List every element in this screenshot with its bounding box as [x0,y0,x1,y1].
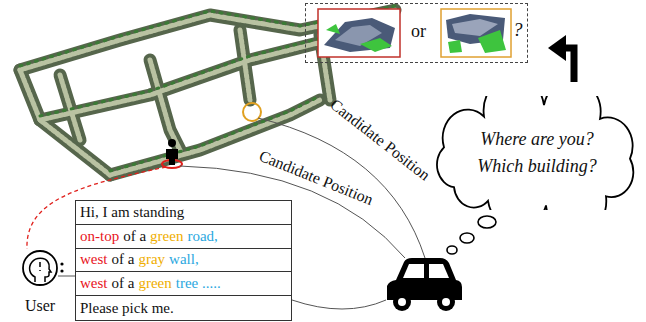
message-text: Hi, I am standing [80,204,184,221]
point-cloud-map [20,70,110,175]
message-text: green [138,275,171,292]
message-text: on-top [80,228,119,245]
line-label: Candidate Position [327,96,434,185]
message-text: wall, [169,251,199,268]
message-text: west [80,275,108,292]
car-icon [437,293,455,311]
point-cloud-map [20,6,395,171]
message-text: tree ..... [176,275,221,292]
scan-thumbnail [326,24,340,34]
scan-thumbnail [324,18,395,52]
point-cloud-map [40,36,330,116]
message-row: Please pick me. [76,296,291,320]
person-marker [166,149,178,165]
car-icon [393,293,411,311]
car-icon [403,264,424,278]
message-box: Hi, I am standingon-topof agreenroad,wes… [75,200,292,321]
message-text: green [150,228,183,245]
thought-bubble [478,216,496,228]
point-cloud-map [60,75,80,140]
message-row: Hi, I am standing [76,201,291,225]
message-text: of a [112,275,135,292]
scan-thumbnail [441,9,511,57]
message-row: on-topof agreenroad, [76,225,291,249]
point-cloud-map [150,60,180,150]
leader-line [58,276,75,277]
thought-bubble [447,246,457,254]
option-text: ? [513,19,523,41]
thought-bubble [447,216,496,254]
message-row: westof agraywall, [76,249,291,273]
scan-thumbnail [318,9,400,57]
person-marker [168,139,176,147]
user-icon [23,251,57,285]
option-text: or [411,21,426,42]
actor-label: User [25,297,55,315]
scan-thumbnail [360,38,392,52]
message-text: gray [138,251,165,268]
point-cloud-map [240,30,250,100]
scan-thumbnail [318,9,400,57]
car-icon [387,258,462,311]
thought-cloud: Where are you?Which building? [424,96,644,210]
point-cloud-map [20,70,110,175]
cloud-outline [437,96,633,210]
message-text: of a [112,251,135,268]
user-icon [60,269,63,272]
user-icon [60,262,63,265]
person-marker [162,139,182,168]
point-cloud-map [150,60,180,150]
message-row: westof agreen tree ..... [76,272,291,296]
user-icon [39,262,41,271]
message-text: of a [123,228,146,245]
point-cloud-map [40,40,330,120]
user-icon [30,258,51,282]
message-text: Please pick me. [80,300,174,317]
car-icon [442,298,450,306]
arrow-head [548,35,566,61]
car-icon [398,298,406,306]
car-icon [387,258,462,300]
candidate-box: or? [305,3,528,63]
message-text: west [80,251,108,268]
thought-text: Where are you? [480,126,594,153]
scan-thumbnail [441,9,511,57]
cloud-outline [424,96,644,210]
flow-arrow [548,35,574,82]
thought-bubble [460,233,474,243]
scan-thumbnail [478,30,506,53]
car-icon [429,264,449,278]
scan-thumbnail [448,40,462,53]
message-text: road, [187,228,217,245]
user-icon [23,251,64,285]
leader-line [292,300,386,309]
thought-text: Which building? [477,153,597,180]
